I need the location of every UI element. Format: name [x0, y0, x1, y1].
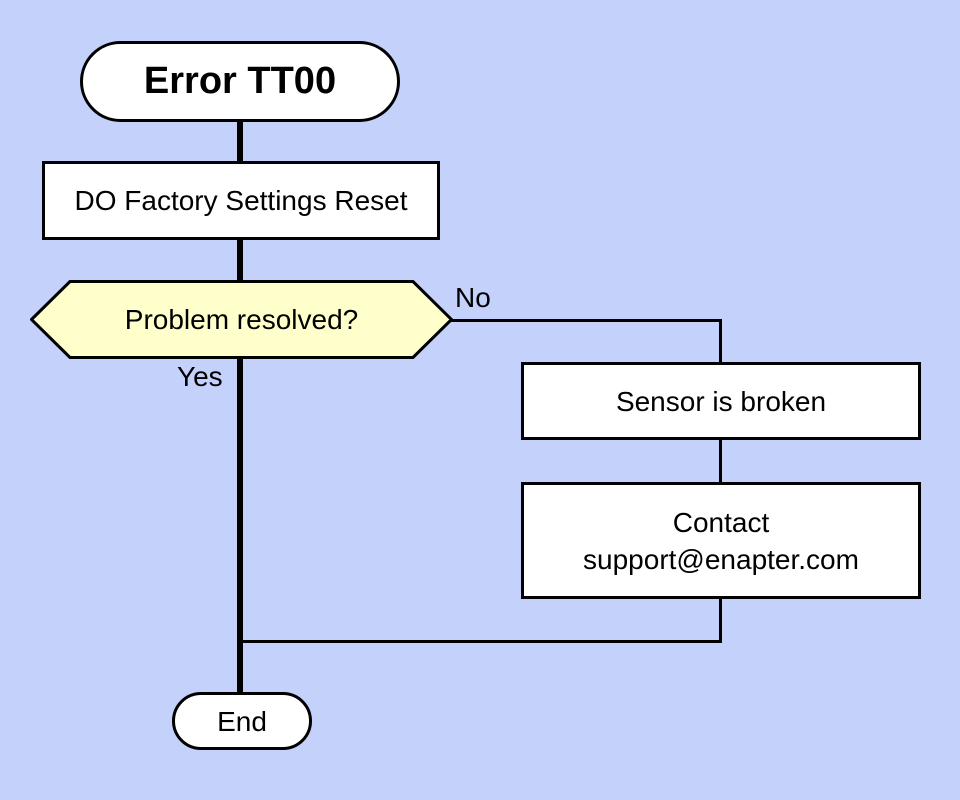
- connector-no-vertical: [719, 319, 722, 364]
- end-node: End: [172, 692, 312, 750]
- process-node-factory-reset: DO Factory Settings Reset: [42, 161, 440, 240]
- decision-hexagon-polygon: [30, 280, 453, 359]
- decision-hexagon-shape: [30, 280, 453, 359]
- action-node-contact-support: Contact support@enapter.com: [521, 482, 921, 599]
- start-node-error-tt00: Error TT00: [80, 41, 400, 122]
- connector-no-horizontal: [451, 319, 722, 322]
- connector-decision-to-end: [237, 357, 243, 694]
- process-node-label: DO Factory Settings Reset: [74, 185, 408, 216]
- decision-node-label: Problem resolved?: [124, 303, 359, 335]
- decision-node-problem-resolved: Problem resolved?: [30, 280, 453, 359]
- edge-label-no: No: [455, 282, 491, 313]
- end-node-label: End: [217, 705, 267, 737]
- contact-line-1: Contact: [672, 506, 770, 538]
- result-node-label: Sensor is broken: [615, 385, 827, 417]
- connector-return-vertical: [719, 597, 722, 643]
- connector-return-horizontal: [240, 640, 722, 643]
- connector-sensor-to-contact: [719, 438, 722, 484]
- contact-line-2: support@enapter.com: [583, 543, 859, 575]
- result-node-sensor-broken: Sensor is broken: [521, 362, 921, 440]
- connector-process-to-decision: [237, 238, 243, 282]
- connector-start-to-process: [237, 120, 243, 163]
- edge-label-yes: Yes: [177, 361, 223, 392]
- start-node-label: Error TT00: [143, 60, 337, 102]
